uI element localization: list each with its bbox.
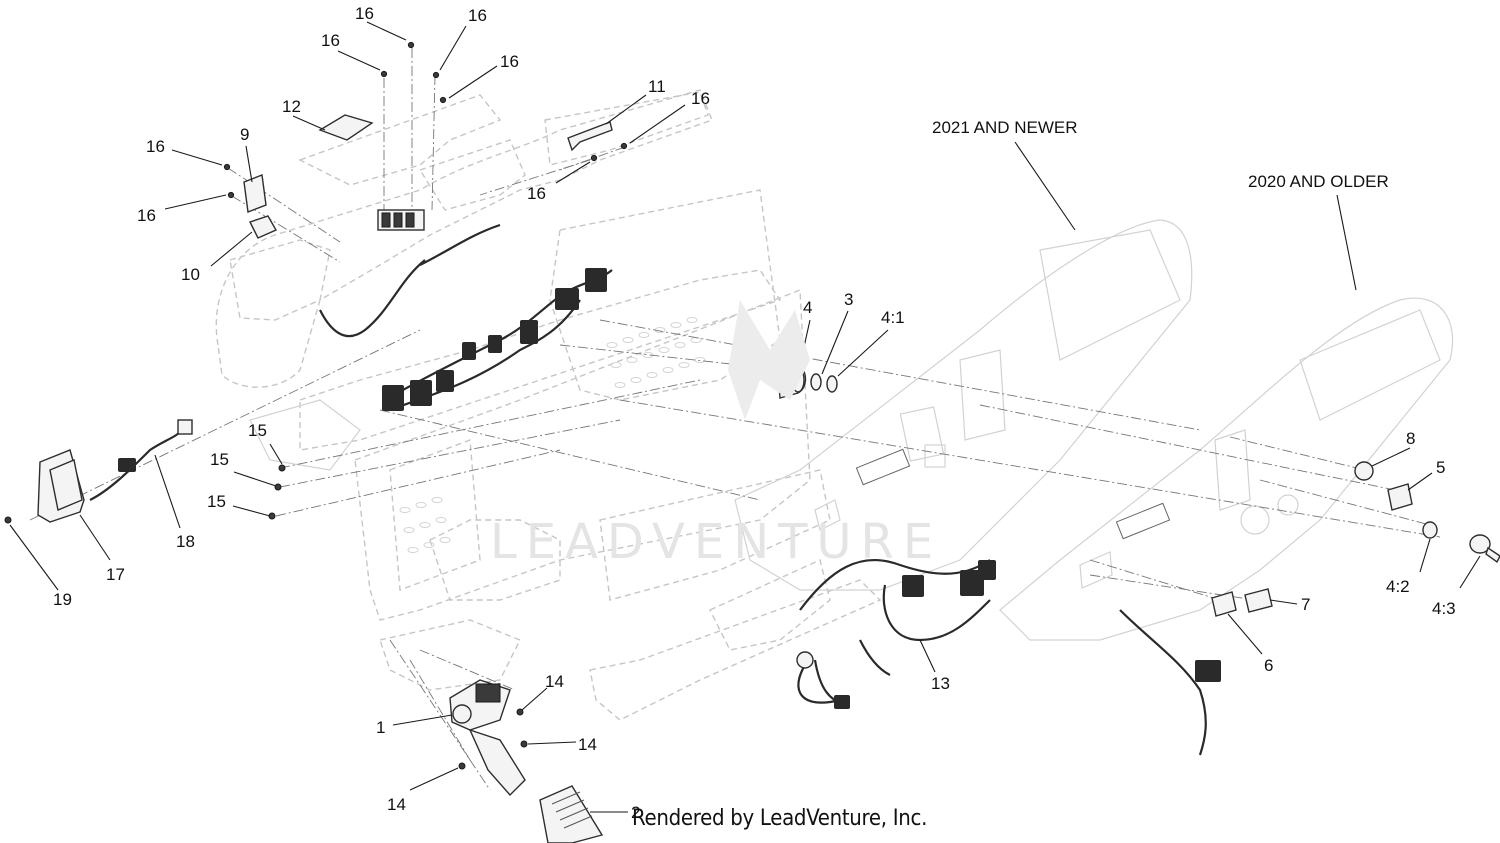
nut-part-4-2: [1422, 521, 1438, 539]
credit-line: Rendered by LeadVenture, Inc.: [632, 806, 928, 831]
callout-3: 3: [844, 290, 853, 309]
bracket-part-11: [567, 121, 613, 152]
callout-2: 2: [631, 803, 640, 822]
callout-16: 16: [137, 206, 156, 225]
callout-16: 16: [500, 52, 519, 71]
decal-part-12: [318, 114, 374, 141]
callout-labels: 16 16 16 16 16 16 16 16 12 9 10 11 4 3 4…: [53, 4, 1456, 822]
bracket-part-9: [243, 174, 267, 213]
module-part-10: [249, 215, 277, 239]
variant-labels: 2021 AND NEWER 2020 AND OLDER: [932, 118, 1389, 191]
relay-block: [377, 209, 425, 231]
callout-6: 6: [1264, 656, 1273, 675]
frame-harness: [319, 223, 613, 412]
bolt-14-group: [458, 708, 528, 770]
dashboard-2020-older: [999, 297, 1454, 641]
washer-15-group: [268, 464, 286, 520]
callout-13: 13: [931, 674, 950, 693]
callout-4: 4: [803, 298, 812, 317]
callout-16: 16: [468, 6, 487, 25]
callout-4-2: 4:2: [1386, 577, 1410, 596]
callout-10: 10: [181, 265, 200, 284]
callout-19: 19: [53, 590, 72, 609]
callout-7: 7: [1301, 595, 1310, 614]
controller-part-17: [37, 449, 85, 523]
watermark: LEADVENTURE: [490, 300, 942, 570]
plug-part-8: [1354, 461, 1374, 481]
dash-harness-part-13: [796, 558, 1221, 756]
ghost-chassis: [215, 89, 882, 721]
callout-16: 16: [146, 137, 165, 156]
nut-part-4-1: [826, 375, 838, 393]
callout-4-1: 4:1: [881, 308, 905, 327]
callout-16: 16: [527, 184, 546, 203]
callout-16: 16: [321, 31, 340, 50]
callout-17: 17: [106, 565, 125, 584]
dashboard-2021-newer: [734, 219, 1193, 591]
dash-decals: [855, 448, 1171, 540]
callout-14: 14: [578, 735, 597, 754]
callout-8: 8: [1406, 429, 1415, 448]
callout-1: 1: [376, 718, 385, 737]
switch-part-5: [1387, 483, 1413, 511]
callout-18: 18: [176, 532, 195, 551]
assembly-lines: [29, 48, 1441, 791]
screw-part-19: [4, 516, 12, 524]
callout-4-3: 4:3: [1432, 599, 1456, 618]
callout-9: 9: [240, 125, 249, 144]
switch-part-6: [1211, 591, 1237, 617]
callout-16: 16: [691, 89, 710, 108]
callout-15: 15: [207, 492, 226, 511]
leader-lines: [9, 21, 1481, 813]
callout-14: 14: [387, 795, 406, 814]
seal-part-3: [810, 373, 822, 391]
watermark-text: LEADVENTURE: [490, 514, 942, 570]
harness-part-18: [89, 419, 193, 501]
callout-16: 16: [355, 4, 374, 23]
switch-part-7: [1244, 588, 1273, 613]
callout-15: 15: [210, 450, 229, 469]
pedal-arm: [468, 728, 526, 797]
callout-12: 12: [282, 97, 301, 116]
callout-14: 14: [545, 672, 564, 691]
bolt-16-group: [223, 41, 628, 199]
label-2020-and-older: 2020 AND OLDER: [1248, 172, 1389, 191]
label-2021-and-newer: 2021 AND NEWER: [932, 118, 1078, 137]
callout-5: 5: [1436, 458, 1445, 477]
pedal-sensor-part-1: [449, 679, 511, 731]
key-part-4-3: [1469, 534, 1500, 564]
callout-15: 15: [248, 421, 267, 440]
callout-11: 11: [648, 77, 666, 96]
pedal-pad-part-2: [539, 785, 604, 843]
